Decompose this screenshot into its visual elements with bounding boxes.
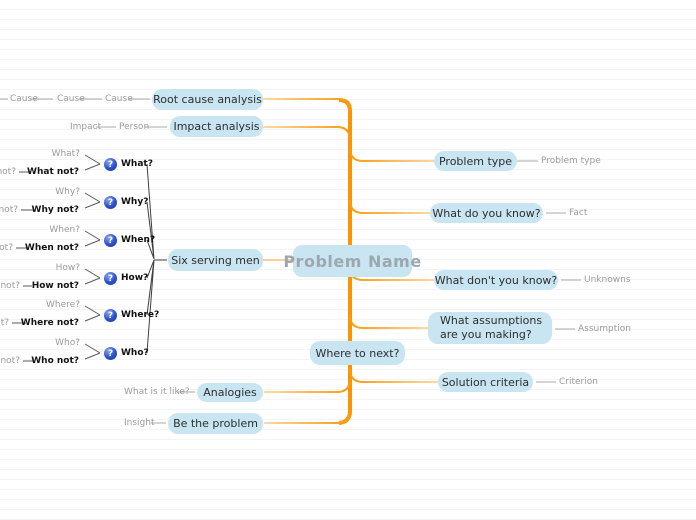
question-where-label[interactable]: Where?	[121, 310, 160, 320]
node-when-not[interactable]: When not?	[24, 243, 79, 253]
node-problem-type[interactable]: Problem type	[434, 151, 517, 171]
leaf-where-not-child[interactable]: Where not?	[0, 318, 9, 328]
question-icon[interactable]	[104, 309, 117, 322]
question-icon[interactable]	[104, 272, 117, 285]
node-where-not[interactable]: Where not?	[20, 318, 79, 328]
leaf-cause-2[interactable]: Cause	[57, 94, 85, 104]
node-how-not[interactable]: How not?	[31, 281, 79, 291]
node-problem-name[interactable]: Problem Name	[283, 245, 421, 277]
leaf-cause-1[interactable]: Cause	[105, 94, 133, 104]
leaf-how-alt[interactable]: How?	[55, 263, 80, 273]
node-solution-criteria[interactable]: Solution criteria	[438, 372, 533, 392]
leaf-problem-type[interactable]: Problem type	[541, 156, 601, 166]
node-what-not[interactable]: What not?	[27, 167, 79, 177]
question-icon[interactable]	[104, 158, 117, 171]
leaf-where-alt[interactable]: Where?	[46, 300, 80, 310]
question-how-label[interactable]: How?	[121, 273, 149, 283]
leaf-why-alt[interactable]: Why?	[55, 187, 80, 197]
leaf-unknowns[interactable]: Unknowns	[584, 275, 631, 285]
question-icon[interactable]	[104, 234, 117, 247]
question-who-label[interactable]: Who?	[121, 348, 149, 358]
leaf-what-not-child[interactable]: What not?	[0, 167, 16, 177]
question-icon[interactable]	[104, 196, 117, 209]
question-what-label[interactable]: What?	[121, 159, 153, 169]
leaf-fact[interactable]: Fact	[569, 208, 588, 218]
leaf-how-not-child[interactable]: How not?	[0, 281, 20, 291]
leaf-insight[interactable]: Insight	[124, 418, 155, 428]
node-be-the-problem[interactable]: Be the problem	[168, 413, 263, 434]
leaf-assumption[interactable]: Assumption	[578, 324, 631, 334]
leaf-when-not-child[interactable]: When not?	[0, 243, 13, 253]
node-who-not[interactable]: Who not?	[31, 356, 79, 366]
leaf-impact[interactable]: Impact	[70, 122, 102, 132]
leaf-when-alt[interactable]: When?	[49, 225, 80, 235]
node-why-not[interactable]: Why not?	[31, 205, 79, 215]
leaf-person[interactable]: Person	[119, 122, 150, 132]
node-root-cause-analysis[interactable]: Root cause analysis	[152, 89, 263, 110]
node-impact-analysis[interactable]: Impact analysis	[170, 116, 263, 137]
leaf-what-is-it-like[interactable]: What is it like?	[124, 387, 190, 397]
node-where-to-next[interactable]: Where to next?	[310, 341, 405, 365]
node-what-dont-you-know[interactable]: What don't you know?	[434, 270, 558, 290]
node-what-assumptions[interactable]: What assumptions are you making?	[428, 312, 552, 344]
leaf-who-alt[interactable]: Who?	[55, 338, 80, 348]
leaf-why-not-child[interactable]: Why not?	[0, 205, 18, 215]
question-icon[interactable]	[104, 347, 117, 360]
node-analogies[interactable]: Analogies	[197, 383, 263, 402]
leaf-cause-3[interactable]: Cause	[10, 94, 38, 104]
leaf-who-not-child[interactable]: Who not?	[0, 356, 20, 366]
node-six-serving-men[interactable]: Six serving men	[168, 249, 263, 271]
leaf-criterion[interactable]: Criterion	[559, 377, 598, 387]
question-when-label[interactable]: When?	[121, 235, 156, 245]
node-what-do-you-know[interactable]: What do you know?	[430, 203, 543, 223]
question-why-label[interactable]: Why?	[121, 197, 149, 207]
leaf-what-alt[interactable]: What?	[51, 149, 80, 159]
